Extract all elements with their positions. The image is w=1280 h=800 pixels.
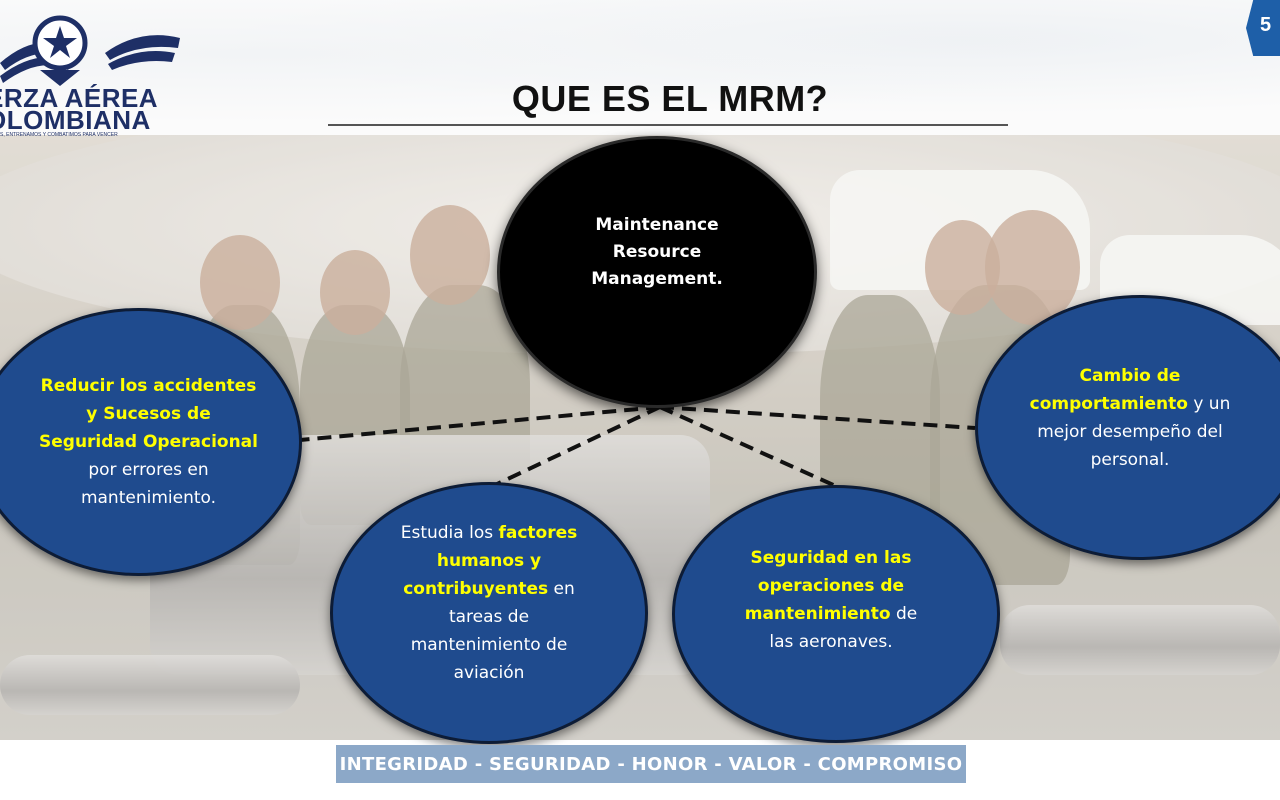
logo-wordmark-line2: OLOMBIANA: [0, 105, 151, 135]
center-bubble-mrm: Maintenance Resource Management.: [497, 136, 817, 408]
header-background: [0, 0, 1280, 135]
left-text-2: mantenimiento.: [80, 488, 217, 508]
bl-highlight-1: factores: [498, 523, 578, 543]
bl-text-3: tareas de: [448, 607, 530, 627]
logo-wordmark-line1: ERZA AÉREA: [0, 83, 159, 113]
left-highlight-2: y Sucesos de: [86, 404, 211, 424]
left-text-1: por errores en: [88, 460, 209, 480]
wings-emblem-icon: [0, 15, 180, 86]
bubble-human-factors: Estudia los factores humanos y contribuy…: [330, 482, 648, 744]
bubble-behavior-change: Cambio de comportamiento y un mejor dese…: [975, 295, 1280, 560]
right-text-3: personal.: [1090, 449, 1170, 470]
right-text-1: y un: [1187, 393, 1231, 414]
bl-text-1: Estudia los: [400, 523, 499, 543]
br-highlight-3: mantenimiento: [744, 604, 891, 624]
br-text-1: de: [890, 604, 918, 624]
page-number: 5: [1260, 14, 1272, 36]
left-highlight-1: Reducir los accidentes: [40, 376, 257, 396]
page-title: QUE ES EL MRM?: [511, 78, 829, 119]
center-line-2: Resource: [612, 241, 702, 262]
right-highlight-1: Cambio de: [1079, 365, 1181, 386]
br-highlight-1: Seguridad en las: [750, 548, 912, 568]
bubble-reduce-accidents: Reducir los accidentes y Sucesos de Segu…: [0, 308, 302, 576]
bl-text-4: mantenimiento de: [410, 635, 568, 655]
br-highlight-2: operaciones de: [757, 576, 905, 596]
left-highlight-3: Seguridad Operacional: [39, 432, 258, 452]
logo-slogan: S, ENTRENAMOS Y COMBATIMOS PARA VENCER: [0, 132, 118, 138]
motto-band: INTEGRIDAD - SEGURIDAD - HONOR - VALOR -…: [336, 745, 966, 783]
center-line-3: Management.: [591, 268, 723, 289]
bl-text-5: aviación: [453, 663, 525, 683]
right-highlight-2: comportamiento: [1029, 393, 1188, 414]
br-text-2: las aeronaves.: [769, 632, 893, 652]
bl-highlight-2: humanos y: [436, 551, 542, 571]
bl-text-2: en: [548, 579, 575, 599]
title-underline: [328, 124, 1008, 126]
bubble-maintenance-safety: Seguridad en las operaciones de mantenim…: [672, 485, 1000, 743]
right-text-2: mejor desempeño del: [1037, 421, 1223, 442]
page-number-badge: 5: [1246, 0, 1280, 56]
center-line-1: Maintenance: [595, 214, 719, 235]
fac-logo: ERZA AÉREA OLOMBIANA S, ENTRENAMOS Y COM…: [0, 8, 180, 138]
bl-highlight-3: contribuyentes: [403, 579, 549, 599]
